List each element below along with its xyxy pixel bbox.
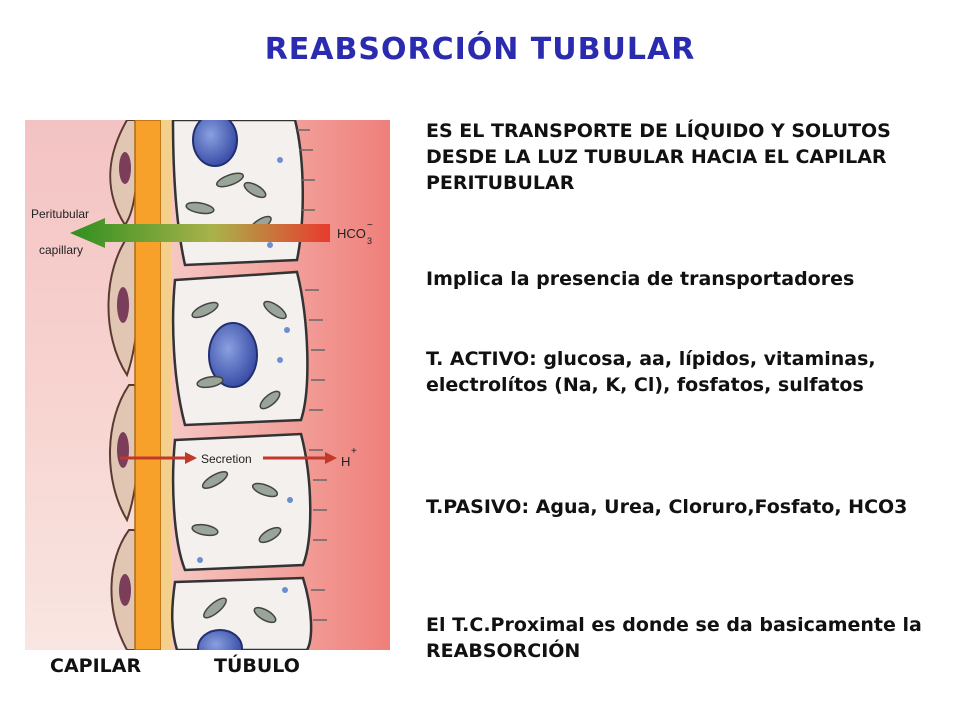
capillary-label-line2: capillary [39,243,83,257]
vesicles [197,157,293,593]
page-title: REABSORCIÓN TUBULAR [264,32,696,67]
transporters-text: Implica la presencia de transportadores [426,268,855,290]
tubulo-label: TÚBULO [214,655,300,677]
active-transport-text: T. ACTIVO: glucosa, aa, lípidos, vitamin… [426,348,876,396]
basement-membrane [134,119,162,651]
secretion-arrow [120,452,337,464]
proximal-tubule-text: El T.C.Proximal es donde se da basicamen… [426,614,922,662]
secretion-label: Secretion [201,452,252,466]
passive-transport-text: T.PASIVO: Agua, Urea, Cloruro,Fosfato, H… [426,496,908,518]
capilar-label: CAPILAR [50,655,142,677]
proton-label: H [341,454,350,469]
bicarbonate-superscript: − [367,220,373,231]
mitochondria [185,172,287,624]
capillary-label-line1: Peritubular [31,207,89,221]
figure-svg: Peritubular capillary HCO 3 − Secretion … [25,113,390,667]
bicarbonate-subscript: 3 [367,236,372,246]
interstitium [161,120,171,650]
tubular-reabsorption-figure: Peritubular capillary HCO 3 − Secretion … [25,113,390,667]
proton-superscript: + [351,446,357,457]
definition-text: ES EL TRANSPORTE DE LÍQUIDO Y SOLUTOS DE… [426,120,891,194]
reabsorption-arrow [70,218,330,248]
bicarbonate-label: HCO [337,226,366,241]
